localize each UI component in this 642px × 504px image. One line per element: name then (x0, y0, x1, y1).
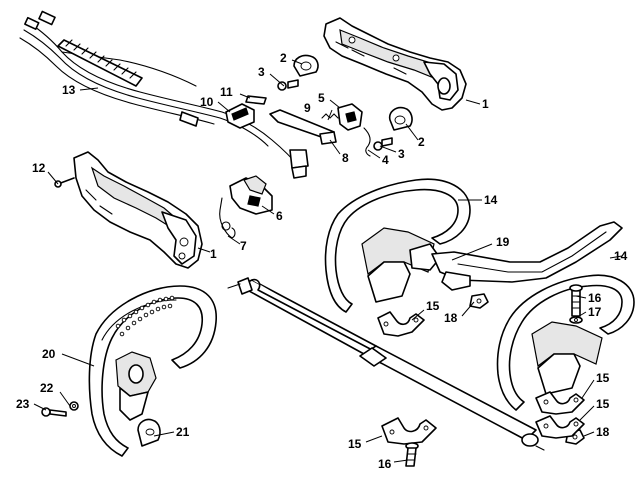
clamp-2-upper (277, 54, 319, 91)
bolt-16-washer-17 (569, 284, 583, 324)
callout-5: 5 (318, 91, 325, 105)
throttle-trigger (337, 103, 363, 131)
nut-18-upper (469, 293, 489, 309)
screw-23 (41, 407, 67, 417)
callout-15-b: 15 (596, 371, 610, 385)
callout-17: 17 (588, 305, 602, 319)
callout-6: 6 (276, 209, 283, 223)
screw-12 (54, 177, 75, 188)
callout-16-right: 16 (588, 291, 602, 305)
handle-housing-upper (323, 17, 467, 111)
callout-16-bottom: 16 (378, 457, 392, 471)
handle-housing-lower (73, 151, 203, 269)
callout-23: 23 (16, 397, 30, 411)
callout-13: 13 (62, 83, 76, 97)
callout-22: 22 (40, 381, 54, 395)
bike-handle-right-loop (496, 274, 635, 411)
clamp-15-d (381, 417, 437, 445)
callout-20: 20 (42, 347, 56, 361)
callout-labels: 1 1 2 2 3 3 4 5 6 7 8 9 10 11 12 13 14 1… (16, 51, 628, 471)
callout-2-upper: 2 (280, 51, 287, 65)
callout-12: 12 (32, 161, 46, 175)
spiral-cable-sleeve (57, 39, 143, 87)
callout-18-upper: 18 (444, 311, 458, 325)
callout-1-upper: 1 (482, 97, 489, 111)
callout-9: 9 (304, 101, 311, 115)
stop-switch (225, 103, 255, 129)
clamp-15-b (535, 391, 585, 415)
drive-tube (227, 277, 545, 451)
callout-18-lower: 18 (596, 425, 610, 439)
spring-9 (321, 113, 339, 119)
callout-15-d: 15 (348, 437, 362, 451)
callout-3-upper: 3 (258, 65, 265, 79)
callout-8: 8 (342, 151, 349, 165)
clamp-15-a (377, 311, 425, 337)
callout-15-a: 15 (426, 299, 440, 313)
callout-14-right: 14 (614, 249, 628, 263)
spring-4 (363, 127, 371, 157)
loop-handle-grip-dots (115, 295, 175, 337)
clamp-15-c (535, 415, 585, 439)
switch-contact (245, 95, 267, 105)
clamp-2-lower (373, 106, 413, 151)
washer-22 (69, 401, 79, 411)
callout-7: 7 (240, 239, 247, 253)
callout-4: 4 (382, 153, 389, 167)
callout-11: 11 (220, 85, 233, 99)
callout-14-upper: 14 (484, 193, 498, 207)
callout-3-lower: 3 (398, 147, 405, 161)
callout-15-c: 15 (596, 397, 610, 411)
bike-handle-left-loop (324, 178, 471, 313)
bolt-16-bottom (405, 442, 419, 467)
callout-2-lower: 2 (418, 135, 425, 149)
slide-lever (269, 109, 337, 145)
throttle-cable-bundle (19, 10, 309, 179)
loop-handle (88, 285, 217, 457)
leader-lines (33, 59, 623, 463)
torsion-spring-7 (219, 197, 236, 239)
callout-1-lower: 1 (210, 247, 217, 261)
callout-19: 19 (496, 235, 510, 249)
loop-handle-clamp-21 (137, 418, 161, 447)
callout-21: 21 (176, 425, 190, 439)
throttle-lock (229, 175, 273, 215)
callout-10: 10 (200, 95, 214, 109)
handle-support-arm (431, 221, 623, 291)
